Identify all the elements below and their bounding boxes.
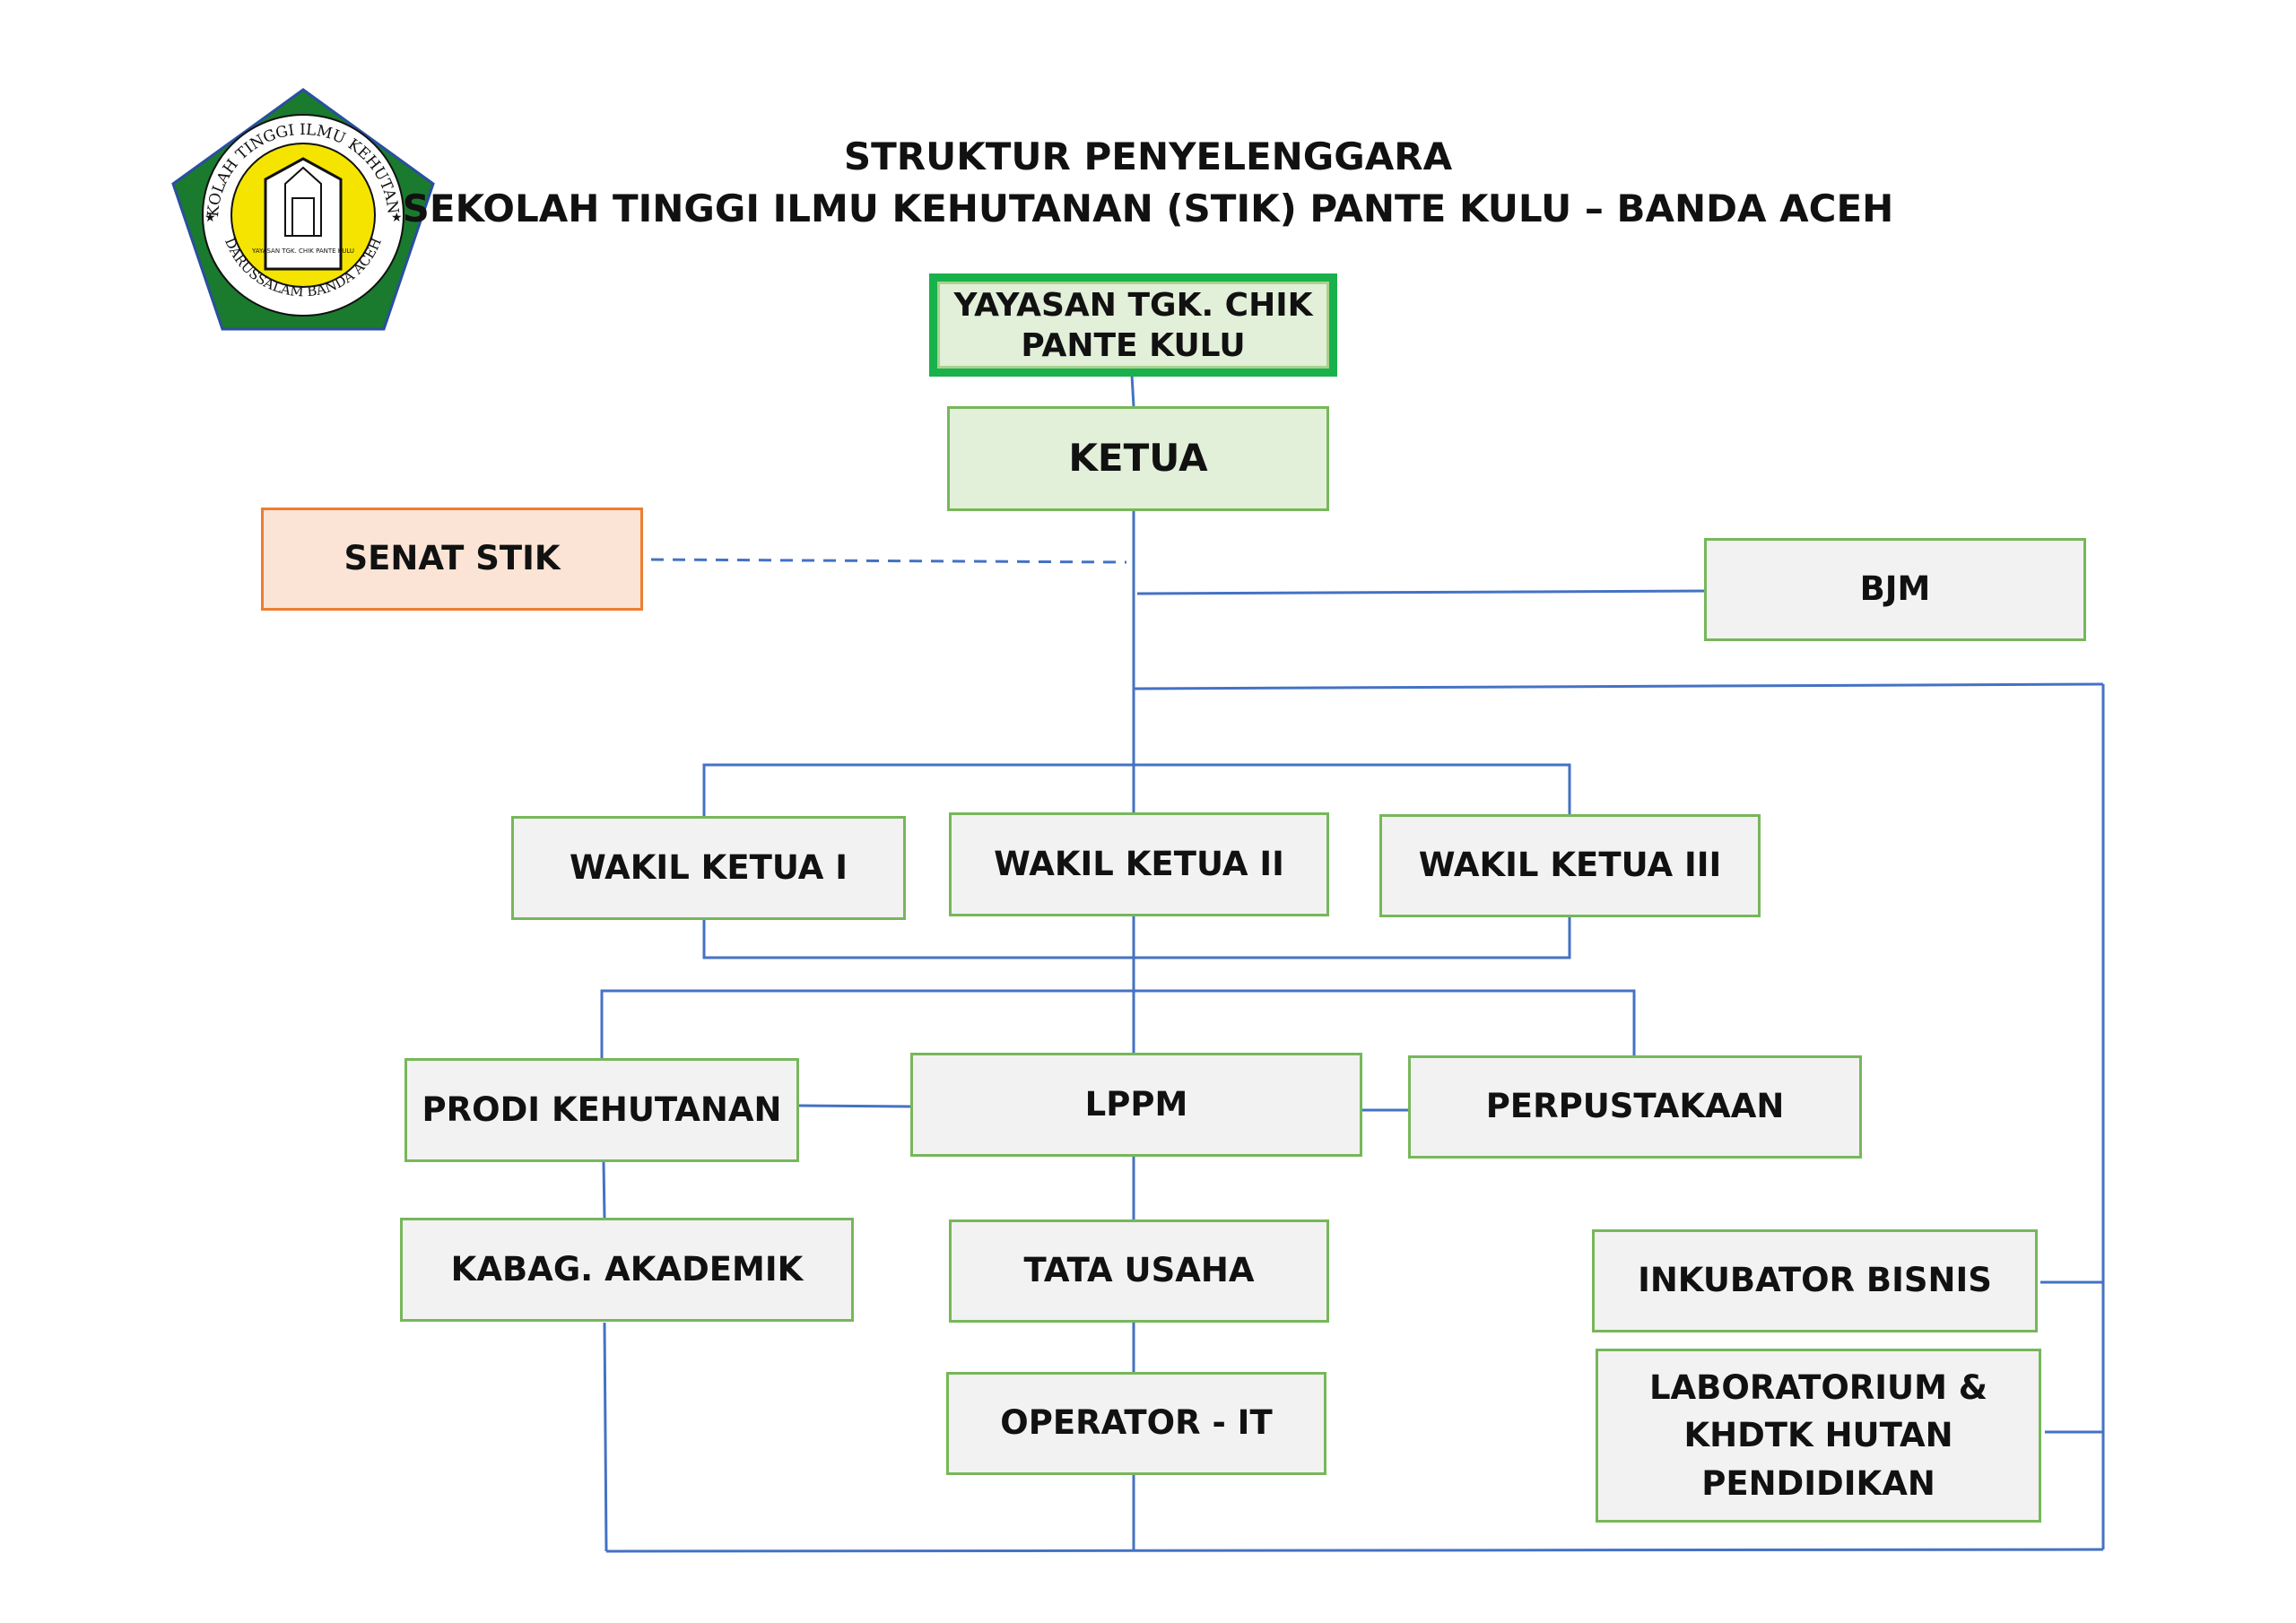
- wakil-top-bracket: [702, 763, 1571, 816]
- node-lab-line2: KHDTK HUTAN: [1683, 1416, 1953, 1455]
- node-bjm-label: BJM: [1859, 569, 1931, 609]
- node-senat-label: SENAT STIK: [344, 539, 561, 578]
- link-senat-dashed: [650, 558, 1127, 564]
- node-wakil-1: WAKIL KETUA I: [511, 816, 906, 920]
- node-yayasan-line2: PANTE KULU: [1021, 326, 1246, 364]
- node-lab-line1: LABORATORIUM &: [1648, 1367, 1988, 1407]
- node-tata-usaha: TATA USAHA: [949, 1219, 1329, 1323]
- node-inkubator-label: INKUBATOR BISNIS: [1638, 1261, 1992, 1300]
- node-senat: SENAT STIK: [261, 508, 643, 611]
- node-bjm: BJM: [1704, 538, 2086, 641]
- spine-yayasan-ketua: [1130, 374, 1135, 407]
- svg-text:★: ★: [391, 211, 403, 225]
- node-ketua-label: KETUA: [1068, 436, 1208, 481]
- svg-text:★: ★: [204, 211, 216, 225]
- title-line-2: SEKOLAH TINGGI ILMU KEHUTANAN (STIK) PAN…: [402, 187, 1894, 230]
- node-inkubator: INKUBATOR BISNIS: [1592, 1229, 2038, 1332]
- bottom-bus: [605, 1548, 2104, 1553]
- node-wakil-2: WAKIL KETUA II: [949, 812, 1329, 916]
- wakil-bottom-bracket: [702, 917, 1571, 959]
- node-prodi-label: PRODI KEHUTANAN: [422, 1089, 782, 1129]
- node-prodi: PRODI KEHUTANAN: [404, 1058, 799, 1162]
- node-operator-it-label: OPERATOR - IT: [1000, 1403, 1273, 1443]
- node-yayasan-line1: YAYASAN TGK. CHIK: [953, 286, 1313, 324]
- node-lab-khdtk: LABORATORIUM & KHDTK HUTAN PENDIDIKAN: [1596, 1349, 2041, 1523]
- title-line-1: STRUKTUR PENYELENGGARA: [843, 135, 1453, 178]
- node-lppm: LPPM: [910, 1053, 1362, 1157]
- node-yayasan: YAYASAN TGK. CHIK PANTE KULU: [929, 273, 1337, 377]
- node-perpustakaan: PERPUSTAKAAN: [1408, 1055, 1862, 1159]
- svg-text:YAYASAN TGK. CHIK PANTE KULU: YAYASAN TGK. CHIK PANTE KULU: [251, 247, 354, 255]
- right-bus-top: [1133, 682, 2104, 690]
- link-bjm: [1136, 589, 1709, 595]
- node-wakil-3-label: WAKIL KETUA III: [1418, 846, 1722, 885]
- node-ketua: KETUA: [947, 406, 1329, 511]
- link-kabag-bottom: [603, 1322, 608, 1552]
- node-tata-usaha-label: TATA USAHA: [1023, 1251, 1255, 1290]
- node-perpustakaan-label: PERPUSTAKAAN: [1485, 1087, 1785, 1126]
- node-wakil-1-label: WAKIL KETUA I: [569, 847, 848, 887]
- unit-bracket: [600, 989, 1636, 1058]
- link-prodi-lppm: [798, 1104, 911, 1108]
- node-operator-it: OPERATOR - IT: [946, 1372, 1326, 1475]
- node-lppm-label: LPPM: [1084, 1084, 1188, 1124]
- node-wakil-2-label: WAKIL KETUA II: [994, 844, 1284, 883]
- stik-logo: YAYASAN TGK. CHIK PANTE KULU ★ ★ SEKOLAH…: [169, 85, 435, 331]
- node-kabag: KABAG. AKADEMIK: [400, 1218, 854, 1322]
- node-kabag-label: KABAG. AKADEMIK: [450, 1249, 804, 1289]
- node-wakil-3: WAKIL KETUA III: [1379, 814, 1761, 917]
- node-lab-line3: PENDIDIKAN: [1701, 1463, 1935, 1503]
